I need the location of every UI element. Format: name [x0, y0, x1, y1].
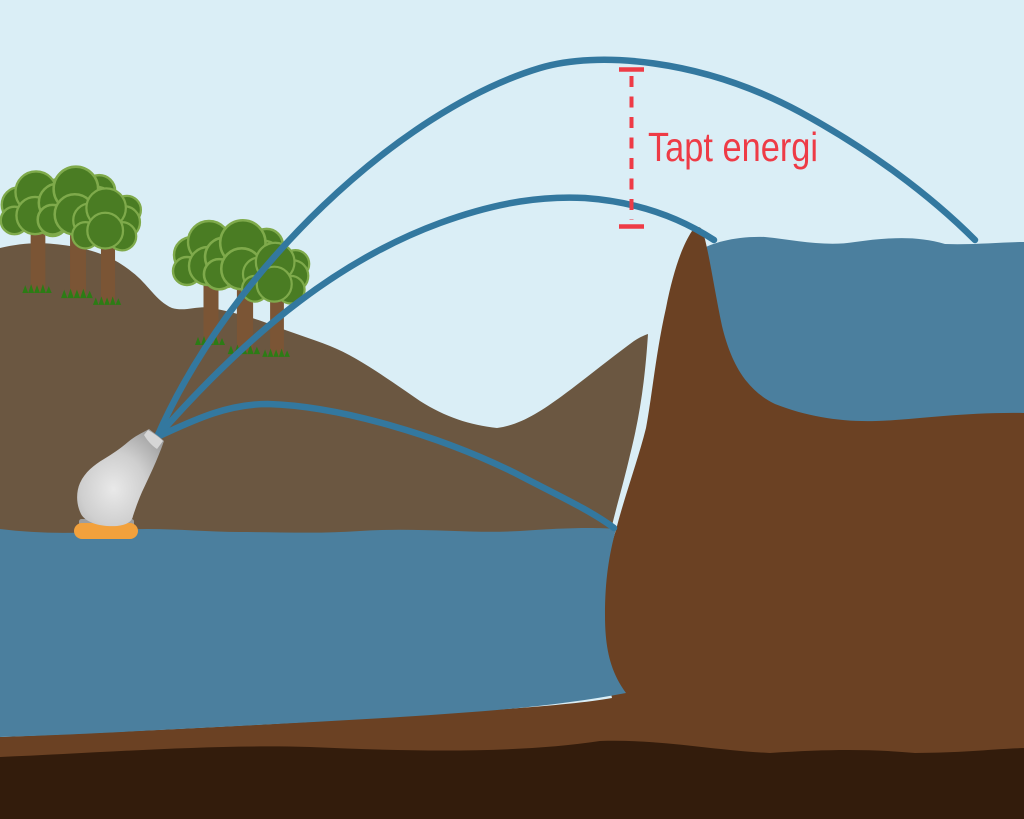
dam-and-seabed [0, 227, 1024, 819]
cannon-platform [74, 523, 138, 539]
trajectory-arc-middle [153, 194, 718, 441]
lost-energy-indicator: Tapt energi [619, 67, 818, 229]
left-hillside [0, 243, 648, 600]
lower-lake-water [0, 527, 626, 737]
lost-energy-label: Tapt energi [648, 124, 818, 170]
upper-reservoir-water [700, 236, 1024, 432]
trajectories [153, 56, 979, 532]
bedrock-layer [0, 740, 1024, 819]
trajectory-arc-high [153, 56, 979, 441]
trajectory-arc-low [153, 400, 618, 532]
water-cannon [74, 429, 164, 539]
cannon-body [77, 429, 164, 527]
cannon-muzzle [144, 430, 163, 449]
